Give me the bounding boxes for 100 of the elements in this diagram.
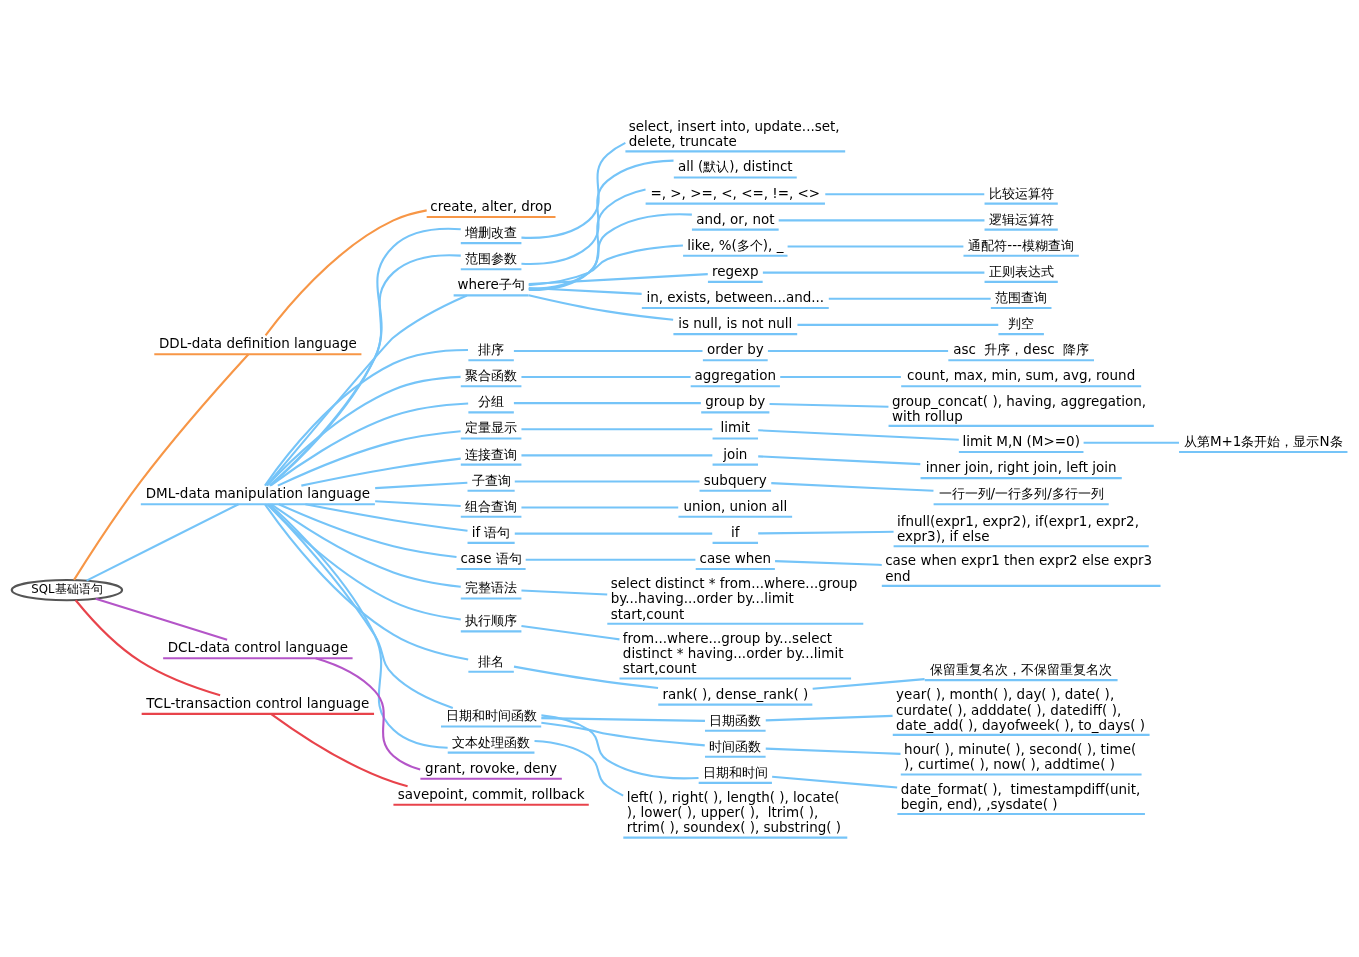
node-text: create, alter, drop bbox=[430, 197, 552, 214]
node-text: asc 升序，desc 降序 bbox=[953, 341, 1090, 358]
node-text: like, %(多个), _ bbox=[687, 236, 784, 253]
connector bbox=[277, 430, 461, 487]
node-text: year( ), month( ), day( ), date( ), curdate( ), adddate( ), datediff( ), date_add( ), dayofweek( ), to_days( ) bbox=[896, 686, 1146, 733]
connector bbox=[513, 665, 659, 690]
node-text: limit bbox=[720, 419, 751, 436]
node-text: join bbox=[723, 445, 748, 462]
connector bbox=[797, 323, 999, 326]
node-text: DDL-data definition language bbox=[158, 335, 357, 352]
connector bbox=[528, 294, 674, 321]
node-text: 时间函数 bbox=[709, 737, 762, 754]
node-text: 文本处理函数 bbox=[452, 733, 531, 750]
node-text: 连接查询 bbox=[465, 445, 518, 462]
connector bbox=[264, 503, 469, 661]
node-text: 判空 bbox=[1008, 315, 1035, 332]
connector bbox=[528, 188, 646, 292]
node-text: 从第M+1条开始，显示N条 bbox=[1183, 432, 1343, 449]
connector bbox=[780, 375, 901, 379]
connector bbox=[812, 678, 925, 690]
connector bbox=[521, 589, 608, 596]
connector bbox=[521, 454, 713, 457]
connector bbox=[514, 532, 713, 535]
node-text: 分组 bbox=[478, 393, 505, 410]
node-text: where子句 bbox=[457, 276, 525, 293]
node-text: is null, is not null bbox=[678, 315, 793, 332]
node-text: 正则表达式 bbox=[988, 262, 1054, 279]
connector bbox=[758, 530, 894, 535]
connector bbox=[74, 599, 221, 697]
node-text: count, max, min, sum, avg, round bbox=[907, 367, 1136, 384]
node-text: select, insert into, update...set, delete, truncate bbox=[628, 117, 840, 150]
connector bbox=[270, 713, 408, 788]
node-text: order by bbox=[706, 341, 764, 358]
node-text: from...where...group by...select distinct * having...order by...limit start,count bbox=[622, 629, 844, 677]
node-text: 日期和时间函数 bbox=[445, 707, 537, 724]
node-text: 组合查询 bbox=[465, 497, 518, 514]
connector bbox=[772, 775, 898, 789]
connector bbox=[315, 657, 421, 771]
node-text: 比较运算符 bbox=[988, 184, 1054, 201]
node-text: savepoint, commit, rollback bbox=[397, 785, 585, 802]
connector bbox=[86, 503, 239, 582]
node-ellipse: SQL基础语句 bbox=[10, 578, 124, 602]
connector bbox=[521, 625, 620, 641]
connector bbox=[758, 455, 921, 466]
connector bbox=[513, 349, 703, 352]
connector bbox=[769, 402, 889, 408]
node-text: and, or, not bbox=[696, 210, 775, 227]
node-text: 日期和时间 bbox=[702, 763, 768, 780]
connector bbox=[765, 714, 893, 722]
node-text: date_format( ), timestampdiff(unit, begin, end), ,sysdate( ) bbox=[900, 780, 1141, 812]
connector bbox=[521, 375, 691, 379]
connector bbox=[95, 597, 228, 641]
connector bbox=[765, 747, 901, 755]
connector bbox=[514, 480, 700, 483]
connector bbox=[301, 457, 461, 487]
connector bbox=[375, 500, 461, 507]
node-text: grant, rovoke, deny bbox=[425, 759, 558, 776]
connector bbox=[541, 714, 699, 780]
connector bbox=[528, 244, 683, 287]
connector bbox=[305, 503, 468, 532]
connector bbox=[541, 721, 705, 747]
connector bbox=[270, 402, 469, 487]
connector bbox=[775, 560, 882, 566]
node-text: if bbox=[731, 523, 740, 540]
node-text: 子查询 bbox=[471, 471, 511, 488]
connector bbox=[264, 348, 468, 487]
connector bbox=[375, 481, 468, 490]
connector bbox=[528, 213, 692, 291]
connector bbox=[73, 353, 250, 581]
node-text: =, >, >=, <, <=, !=, <> bbox=[650, 184, 821, 201]
connector bbox=[265, 294, 468, 487]
node-text: union, union all bbox=[683, 497, 788, 514]
node-text: inner join, right join, left join bbox=[925, 459, 1117, 476]
connector bbox=[266, 503, 461, 621]
connector bbox=[267, 503, 454, 709]
connector bbox=[1083, 441, 1179, 444]
connector bbox=[758, 429, 959, 441]
connector bbox=[534, 739, 624, 797]
node-text: rank( ), dense_rank( ) bbox=[662, 685, 809, 702]
node-text: 完整语法 bbox=[465, 579, 518, 596]
connector bbox=[778, 219, 985, 222]
connector bbox=[521, 141, 626, 239]
node-text: 排名 bbox=[478, 652, 505, 669]
node-text: 增删改查 bbox=[465, 224, 518, 241]
node-text: 范围查询 bbox=[995, 288, 1048, 305]
node-text: subquery bbox=[703, 471, 767, 488]
node-text: 聚合函数 bbox=[465, 367, 518, 384]
node-text: group by bbox=[705, 393, 766, 410]
node-text: TCL-transaction control language bbox=[146, 694, 370, 711]
connector bbox=[771, 482, 934, 492]
connector bbox=[825, 193, 985, 196]
node-text: aggregation bbox=[694, 367, 777, 384]
connector bbox=[264, 209, 427, 337]
connector bbox=[828, 297, 991, 300]
node-text: in, exists, between...and... bbox=[646, 288, 825, 305]
node-text: left( ), right( ), length( ), locate( ), lower( ), upper( ), ltrim( ), rtrim( ), soundex( ), substring( ) bbox=[626, 789, 842, 836]
node-text: all (默认), distinct bbox=[677, 158, 793, 175]
node-text: select distinct * from...where...group by...having...order by...limit start,count bbox=[610, 575, 858, 622]
node-text: 排序 bbox=[478, 341, 505, 358]
connector bbox=[266, 375, 461, 487]
